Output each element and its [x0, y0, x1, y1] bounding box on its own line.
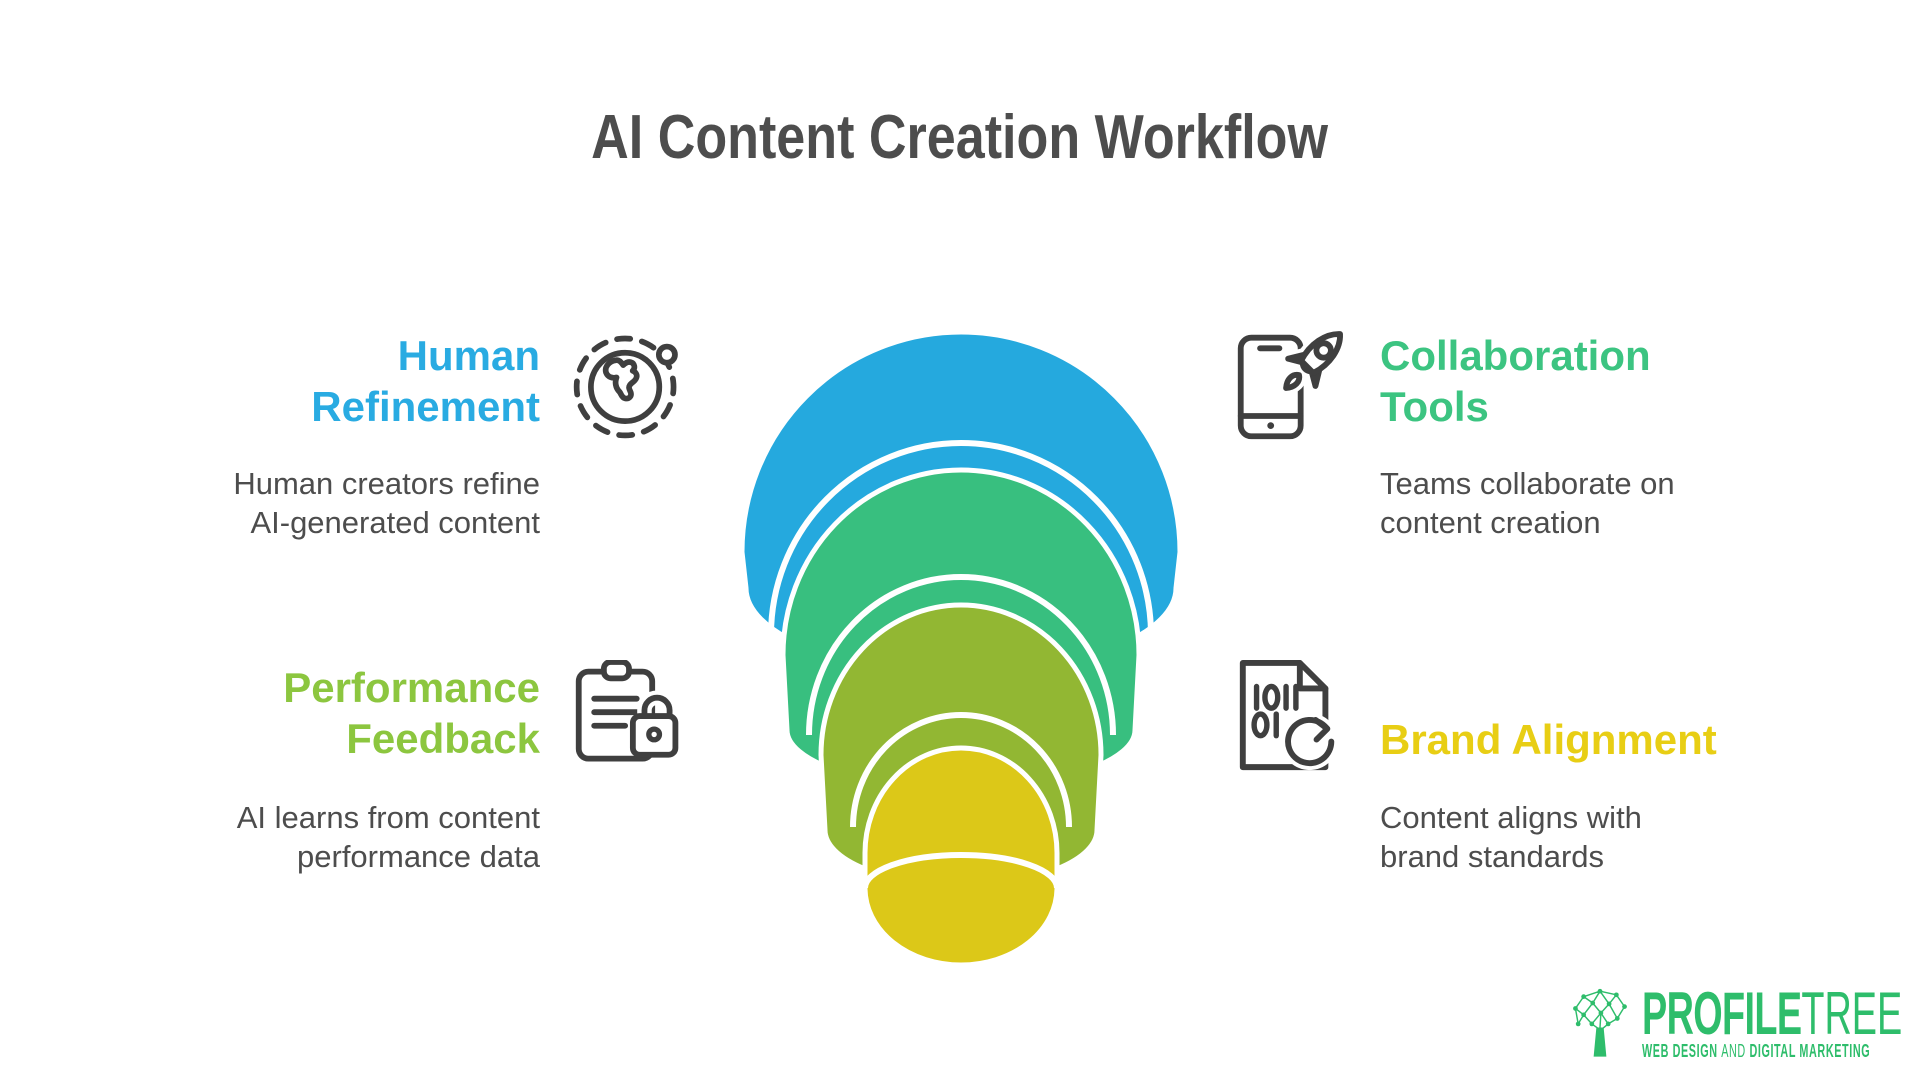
funnel-level-1-rim — [768, 440, 1154, 636]
funnel-level-4-rim — [862, 852, 1060, 889]
desc-line: Content aligns with — [1380, 800, 1642, 835]
binary-doc-refresh-icon-wrap — [1231, 657, 1349, 775]
heading-brand-alignment: Brand Alignment — [1380, 714, 1850, 765]
heading-line: Brand Alignment — [1380, 716, 1717, 763]
heading-line: Collaboration — [1380, 332, 1651, 379]
heading-line: Feedback — [346, 715, 540, 762]
phone-rocket-icon-wrap — [1233, 328, 1349, 444]
profiletree-wordmark: PROFILETREE WEB DESIGN AND DIGITAL MARKE… — [1642, 984, 1920, 1062]
desc-line: AI learns from content — [236, 800, 540, 835]
brand-tree: TREE — [1801, 980, 1903, 1047]
brand-tagline: WEB DESIGN AND DIGITAL MARKETING — [1642, 1041, 1890, 1061]
desc-line: content creation — [1380, 505, 1601, 540]
heading-human-refinement: Human Refinement — [120, 330, 540, 432]
phone-rocket-icon — [1237, 328, 1347, 440]
globe-orbit-icon — [573, 335, 678, 439]
funnel-level-3-rim — [850, 712, 1072, 828]
tagline-web-design: WEB DESIGN — [1642, 1041, 1718, 1061]
heading-line: Refinement — [311, 383, 540, 430]
profiletree-tree-icon — [1573, 988, 1627, 1057]
page-title-text: AI Content Creation Workflow — [591, 103, 1329, 172]
desc-line: AI-generated content — [250, 505, 540, 540]
page-title: AI Content Creation Workflow — [0, 106, 1920, 170]
heading-collaboration-tools: Collaboration Tools — [1380, 330, 1850, 432]
brand-name: PROFILETREE — [1642, 984, 1902, 1044]
desc-collaboration-tools: Teams collaborate on content creation — [1380, 464, 1850, 542]
profiletree-logo: PROFILETREE WEB DESIGN AND DIGITAL MARKE… — [1570, 984, 1920, 1062]
desc-line: Human creators refine — [233, 466, 540, 501]
desc-performance-feedback: AI learns from content performance data — [117, 798, 540, 876]
clipboard-lock-icon-wrap — [571, 660, 687, 776]
funnel-level-2-rim — [806, 574, 1116, 736]
desc-brand-alignment: Content aligns with brand standards — [1380, 798, 1850, 876]
binary-doc-refresh-icon — [1239, 659, 1339, 771]
desc-line: Teams collaborate on — [1380, 466, 1675, 501]
clipboard-lock-icon — [575, 660, 679, 762]
globe-orbit-icon-wrap — [570, 329, 684, 443]
tagline-digital-marketing: DIGITAL MARKETING — [1749, 1041, 1871, 1061]
heading-line: Performance — [283, 664, 540, 711]
heading-performance-feedback: Performance Feedback — [120, 662, 540, 764]
heading-line: Human — [397, 332, 540, 379]
desc-line: performance data — [297, 839, 540, 874]
desc-line: brand standards — [1380, 839, 1605, 874]
tagline-and: AND — [1721, 1041, 1746, 1061]
workflow-funnel — [700, 320, 1222, 980]
brand-profile: PROFILE — [1642, 980, 1802, 1047]
heading-line: Tools — [1380, 383, 1489, 430]
desc-human-refinement: Human creators refine AI-generated conte… — [117, 464, 540, 542]
